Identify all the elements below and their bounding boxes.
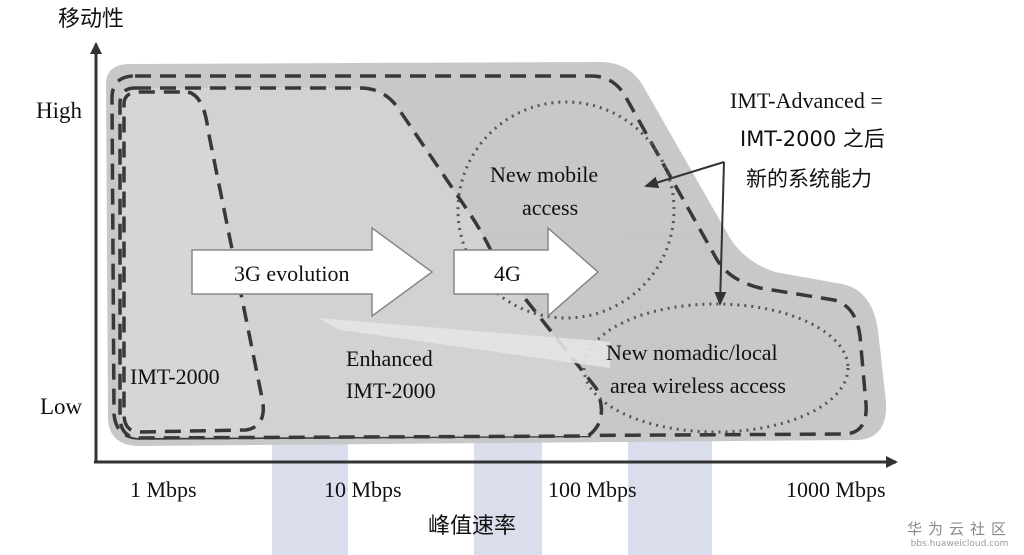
- callout-arrow-mobile: [644, 161, 725, 189]
- nomadic-label-line2: area wireless access: [610, 373, 786, 398]
- watermark-url: bbs.huaweicloud.com: [910, 539, 1009, 549]
- watermark: 华为云社区 bbs.huaweicloud.com: [907, 518, 1012, 549]
- evolution-3g-label: 3G evolution: [234, 261, 350, 286]
- annotation-line2: IMT-2000 之后: [740, 127, 885, 151]
- x-tick-1mbps: 1 Mbps: [130, 477, 197, 502]
- annotation-line3: 新的系统能力: [746, 167, 872, 191]
- enhanced-label-line2: IMT-2000: [346, 378, 436, 403]
- y-high-label: High: [36, 98, 83, 123]
- evolution-funnel: [318, 318, 610, 368]
- enhanced-label-line1: Enhanced: [346, 346, 433, 371]
- x-tick-1000mbps: 1000 Mbps: [786, 477, 886, 502]
- x-tick-10mbps: 10 Mbps: [324, 477, 402, 502]
- new-mobile-access-ellipse: [456, 100, 676, 320]
- evolution-3g-arrow: [191, 226, 434, 318]
- annotation-line1: IMT-Advanced =: [730, 88, 883, 113]
- y-axis-title: 移动性: [58, 7, 124, 32]
- callout-arrow-nomadic: [714, 161, 727, 306]
- evolution-4g-label: 4G: [494, 261, 521, 286]
- new-mobile-label-line2: access: [522, 195, 578, 220]
- x-axis-title: 峰值速率: [428, 514, 516, 539]
- evolution-4g-arrow: [453, 226, 600, 318]
- nomadic-label-line1: New nomadic/local: [606, 340, 778, 365]
- watermark-brand: 华为云社区: [906, 520, 1012, 538]
- y-low-label: Low: [40, 394, 83, 419]
- new-nomadic-ellipse: [582, 302, 850, 434]
- imt2000-label: IMT-2000: [130, 364, 220, 389]
- imt-advanced-boundary: [110, 74, 868, 440]
- x-tick-100mbps: 100 Mbps: [548, 477, 637, 502]
- new-mobile-label-line1: New mobile: [490, 162, 598, 187]
